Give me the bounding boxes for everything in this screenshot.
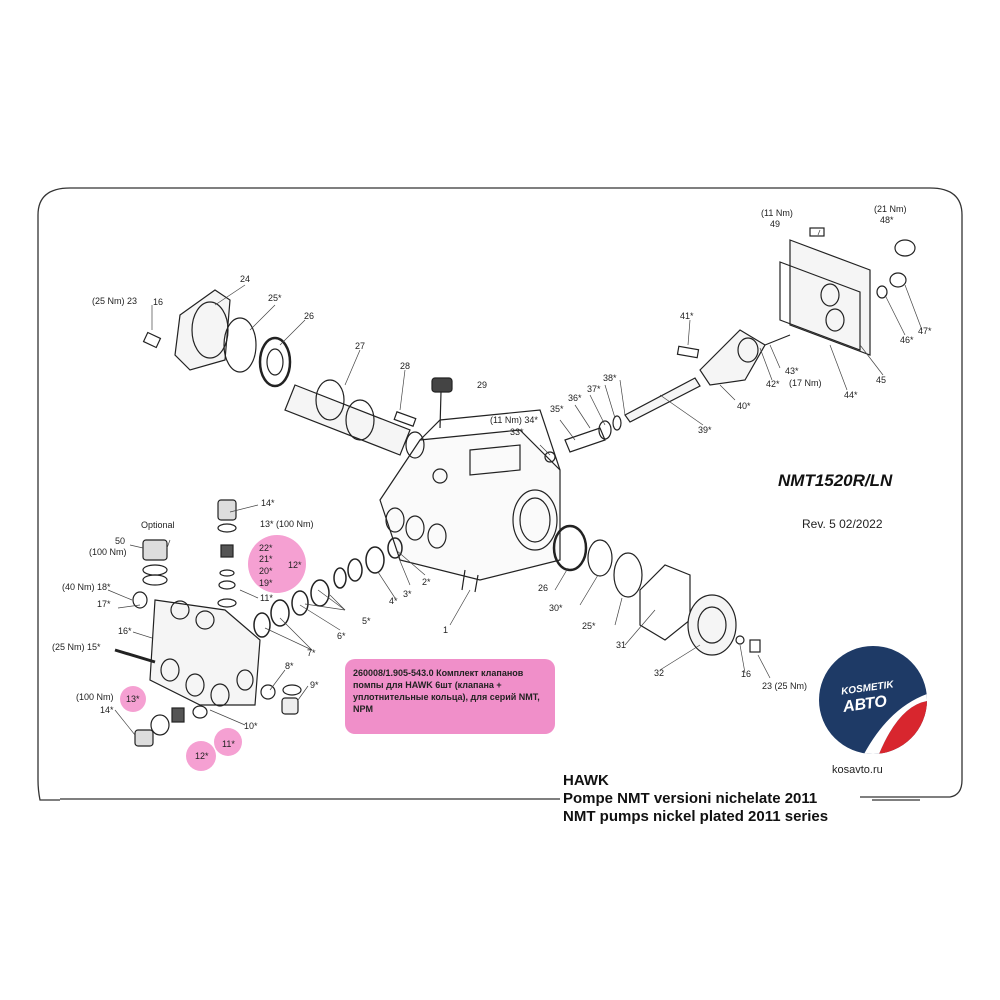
callout-12b: 12* bbox=[195, 751, 209, 761]
callout-8: 8* bbox=[285, 661, 294, 671]
callout-11a: 11* bbox=[260, 593, 273, 603]
optional-label: Optional bbox=[141, 520, 175, 530]
callout-14nm: (100 Nm) bbox=[76, 692, 114, 702]
kosmetik-avto-logo: KOSMETIK АВТО bbox=[819, 646, 927, 754]
callout-6: 6* bbox=[337, 631, 346, 641]
callout-20: 20* bbox=[259, 566, 273, 576]
callout-16a: 16 bbox=[153, 297, 164, 307]
callout-43nm: (17 Nm) bbox=[789, 378, 822, 388]
callout-35: 35* bbox=[550, 404, 564, 414]
left-cover bbox=[142, 289, 292, 388]
callout-12a: 12* bbox=[288, 560, 302, 570]
connecting-rod bbox=[676, 329, 791, 386]
callout-39: 39* bbox=[698, 425, 712, 435]
dipstick bbox=[431, 377, 453, 429]
callout-14b: 14* bbox=[100, 705, 114, 715]
callout-28: 28 bbox=[400, 361, 411, 371]
callout-46: 46* bbox=[900, 335, 914, 345]
callout-25a: 25* bbox=[268, 293, 282, 303]
valve-stack-lower bbox=[134, 684, 302, 747]
callout-11nm: (11 Nm) 34* bbox=[490, 415, 538, 425]
callout-31: 31 bbox=[616, 640, 627, 650]
callout-37: 37* bbox=[587, 384, 601, 394]
callout-19: 19* bbox=[259, 578, 273, 588]
callout-16c: 16 bbox=[741, 669, 752, 679]
callout-50nm: (100 Nm) bbox=[89, 547, 127, 557]
callout-42: 42* bbox=[766, 379, 780, 389]
callout-7: 7* bbox=[307, 648, 316, 658]
revision-label: Rev. 5 02/2022 bbox=[802, 517, 883, 531]
callout-48: 48* bbox=[880, 215, 894, 225]
callout-1: 1 bbox=[443, 625, 449, 635]
callout-18: (40 Nm) 18* bbox=[62, 582, 111, 592]
callout-16b: 16* bbox=[118, 626, 132, 636]
callout-25b: 25* bbox=[582, 621, 596, 631]
callout-48nm: (21 Nm) bbox=[874, 204, 907, 214]
callout-33: 33* bbox=[510, 427, 524, 437]
callout-15: (25 Nm) 15* bbox=[52, 642, 101, 652]
callout-32: 32 bbox=[654, 668, 665, 678]
callout-41: 41* bbox=[680, 311, 694, 321]
callout-13b: 13* bbox=[126, 694, 140, 704]
crankshaft bbox=[284, 379, 425, 459]
callout-14a: 14* bbox=[261, 498, 275, 508]
piston-assembly bbox=[544, 377, 701, 463]
border-frame bbox=[37, 187, 963, 801]
leader-lines bbox=[107, 229, 923, 736]
callout-43: 43* bbox=[785, 366, 799, 376]
callout-23b: 23 (25 Nm) bbox=[762, 681, 808, 691]
callout-36: 36* bbox=[568, 393, 582, 403]
callout-25nm-23: (25 Nm) 23 bbox=[92, 296, 138, 306]
highlight-valve-set bbox=[248, 535, 306, 593]
title-italian: Pompe NMT versioni nichelate 2011 bbox=[563, 790, 818, 807]
callout-21: 21* bbox=[259, 554, 273, 564]
callout-17: 17* bbox=[97, 599, 111, 609]
callout-47: 47* bbox=[918, 326, 932, 336]
callout-30: 30* bbox=[549, 603, 563, 613]
callout-10: 10* bbox=[244, 721, 258, 731]
callout-3: 3* bbox=[403, 589, 412, 599]
callout-44: 44* bbox=[844, 390, 858, 400]
callout-45: 45 bbox=[876, 375, 887, 385]
model-title: NMT1520R/LN bbox=[778, 471, 893, 490]
callout-26b: 26 bbox=[538, 583, 549, 593]
title-english: NMT pumps nickel plated 2011 series bbox=[563, 808, 829, 825]
callout-5: 5* bbox=[362, 616, 371, 626]
valve-kit-note: 260008/1.905-543.0 Комплект клапанов пом… bbox=[345, 659, 555, 734]
callout-40: 40* bbox=[737, 401, 751, 411]
callout-9: 9* bbox=[310, 680, 319, 690]
callout-27: 27 bbox=[355, 341, 366, 351]
optional-plug bbox=[132, 539, 168, 609]
right-seals bbox=[552, 524, 761, 656]
callout-38: 38* bbox=[603, 373, 617, 383]
callout-49: 49 bbox=[770, 219, 781, 229]
pump-body bbox=[379, 409, 561, 593]
highlight-11-lower bbox=[214, 728, 242, 756]
site-url[interactable]: kosavto.ru bbox=[832, 764, 883, 776]
callout-13a: 13* (100 Nm) bbox=[260, 519, 314, 529]
highlight-13-lower bbox=[120, 686, 146, 712]
callout-11b: 11* bbox=[222, 739, 235, 749]
highlight-12-lower bbox=[186, 741, 216, 771]
callout-2: 2* bbox=[422, 577, 431, 587]
callout-49nm: (11 Nm) bbox=[761, 208, 793, 218]
callout-4: 4* bbox=[389, 596, 398, 606]
callout-22: 22* bbox=[259, 543, 273, 553]
valve-stack-upper bbox=[217, 499, 237, 608]
callout-24: 24 bbox=[240, 274, 251, 284]
callout-26a: 26 bbox=[304, 311, 315, 321]
callout-29: 29 bbox=[477, 380, 488, 390]
callout-50: 50 bbox=[115, 536, 126, 546]
title-brand: HAWK bbox=[563, 772, 609, 789]
rear-cover bbox=[779, 227, 916, 356]
manifold-head bbox=[114, 599, 261, 707]
